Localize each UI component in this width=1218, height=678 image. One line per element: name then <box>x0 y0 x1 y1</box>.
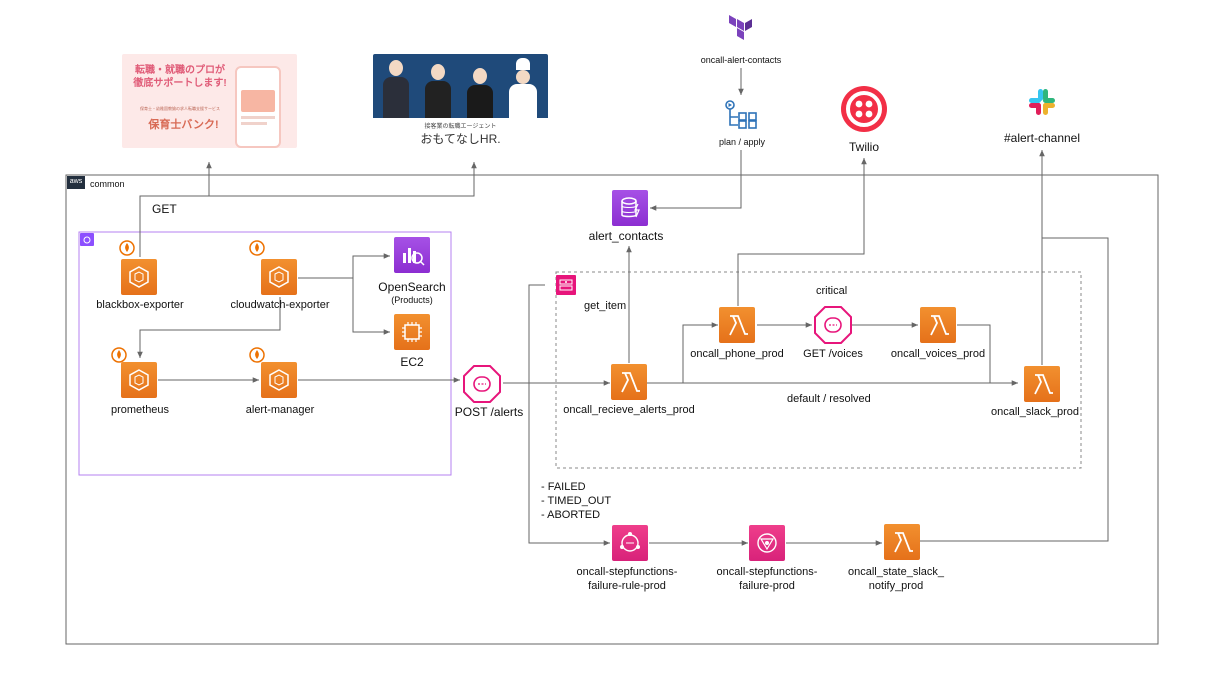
prometheus-label: prometheus <box>110 404 170 416</box>
opensearch-label: OpenSearch <box>378 280 446 294</box>
oncall-phone-prod-label: oncall_phone_prod <box>690 348 784 360</box>
prometheus-flame-icon <box>249 240 265 256</box>
twilio-label: Twilio <box>848 140 880 154</box>
post-alerts-label: POST /alerts <box>454 405 524 419</box>
person-4 <box>509 58 537 118</box>
ec2-icon <box>394 314 430 350</box>
alert-manager-container-icon <box>261 362 297 398</box>
blackbox-exporter-container-icon <box>121 259 157 295</box>
oncall-slack-prod-label: oncall_slack_prod <box>990 406 1080 418</box>
phone-mockup <box>235 66 281 148</box>
prometheus-flame-icon <box>111 347 127 363</box>
get-item-label: get_item <box>584 300 627 312</box>
banner-subtitle: 保育士・幼稚園教諭の求人転職支援サービス <box>140 106 220 111</box>
critical-label: critical <box>816 285 848 297</box>
oncall-voices-prod-label: oncall_voices_prod <box>890 348 986 360</box>
aws-group-label: common <box>90 179 125 189</box>
lambda-icon <box>611 364 647 400</box>
stepfunctions-failure-label: oncall-stepfunctions- failure-prod <box>716 566 818 592</box>
stepfunctions-failure-rule-label: oncall-stepfunctions- failure-rule-prod <box>576 566 678 592</box>
get-label: GET <box>152 202 177 216</box>
terraform-contacts-label: oncall-alert-contacts <box>700 55 782 65</box>
aws-group-frame <box>65 174 1159 645</box>
dynamodb-table-icon <box>612 190 648 226</box>
twilio-icon <box>841 86 887 132</box>
codepipeline-icon <box>724 97 758 131</box>
person-1 <box>383 60 409 118</box>
plan-apply-label: plan / apply <box>718 137 766 147</box>
alert-channel-label: #alert-channel <box>1003 131 1081 145</box>
stepfunction-group-frame <box>555 271 1082 469</box>
alert-contacts-label: alert_contacts <box>588 229 664 243</box>
default-resolved-label: default / resolved <box>787 393 871 405</box>
banner-headline-line2: 徹底サポートします! <box>133 78 227 89</box>
opensearch-sub-label: (Products) <box>391 295 433 305</box>
aws-badge: aws <box>67 176 85 189</box>
cloudwatch-exporter-label: cloudwatch-exporter <box>230 299 330 311</box>
prometheus-flame-icon <box>119 240 135 256</box>
opensearch-icon <box>394 237 430 273</box>
oncall-recieve-alerts-prod-label: oncall_recieve_alerts_prod <box>563 404 695 416</box>
banner-brand: 保育士バンク! <box>148 119 219 131</box>
banner-tagline: 接客業の転職エージェント <box>424 124 497 130</box>
banner-headline-line1: 転職・就職のプロが <box>135 65 225 76</box>
prometheus-container-icon <box>121 362 157 398</box>
monitoring-group-frame <box>78 231 452 476</box>
lambda-icon <box>1024 366 1060 402</box>
state-slack-notify-label: oncall_state_slack_ notify_prod <box>847 566 945 592</box>
api-gateway-endpoint-icon <box>462 364 502 404</box>
person-3 <box>467 68 493 118</box>
get-voices-label: GET /voices <box>803 348 863 360</box>
blackbox-exporter-label: blackbox-exporter <box>96 299 184 311</box>
ec2-label: EC2 <box>400 355 424 369</box>
lambda-icon <box>719 307 755 343</box>
lambda-icon <box>920 307 956 343</box>
eventbridge-rule-icon <box>612 525 648 561</box>
banner-brand: おもてなしHR. <box>420 132 501 146</box>
omotenashi-hr-banner: 接客業の転職エージェント おもてなしHR. <box>373 54 548 147</box>
lambda-icon <box>884 524 920 560</box>
failure-states-label: - FAILED - TIMED_OUT - ABORTED <box>541 481 612 521</box>
banner-headline: 転職・就職のプロが 徹底サポートします! <box>130 64 230 90</box>
alert-manager-label: alert-manager <box>245 404 315 416</box>
aws-badge-text: aws <box>69 178 83 185</box>
person-2 <box>425 64 451 118</box>
terraform-icon <box>728 14 754 44</box>
api-gateway-endpoint-icon <box>813 305 853 345</box>
prometheus-flame-icon <box>249 347 265 363</box>
managed-prometheus-group-icon <box>80 233 94 246</box>
step-functions-group-icon <box>556 275 576 295</box>
cloudwatch-exporter-container-icon <box>261 259 297 295</box>
hoikushi-bank-banner: 転職・就職のプロが 徹底サポートします! 保育士・幼稚園教諭の求人転職支援サービ… <box>122 54 297 148</box>
sns-topic-icon <box>749 525 785 561</box>
slack-icon <box>1028 88 1056 116</box>
